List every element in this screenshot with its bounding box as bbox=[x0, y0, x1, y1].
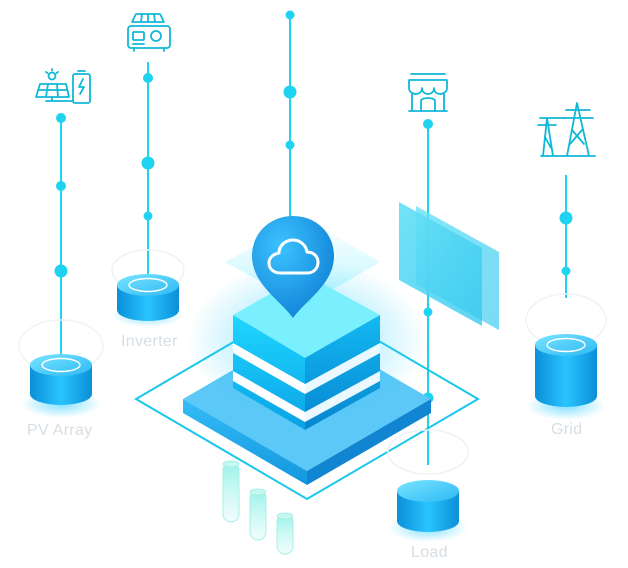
inverter-label: Inverter bbox=[121, 333, 178, 350]
grid-node bbox=[525, 293, 607, 420]
connector-cloud bbox=[283, 10, 297, 230]
connector-inverter bbox=[141, 62, 155, 290]
data-tubes bbox=[222, 460, 294, 555]
load-label: Load bbox=[411, 544, 448, 561]
load-node bbox=[387, 429, 469, 542]
transmission-tower-icon bbox=[537, 102, 596, 157]
central-platform bbox=[134, 218, 480, 501]
connector-grid bbox=[559, 175, 573, 298]
pv-array-label: PV Array bbox=[27, 422, 93, 439]
connector-pv-array bbox=[54, 113, 68, 370]
cloud-icon bbox=[267, 238, 320, 275]
solar-panel-battery-icon bbox=[35, 68, 91, 104]
inverter-node bbox=[111, 249, 185, 327]
glass-panels bbox=[399, 202, 499, 330]
grid-label: Grid bbox=[551, 421, 583, 438]
storefront-icon bbox=[408, 73, 448, 112]
pv-array-node bbox=[18, 319, 104, 418]
inverter-icon bbox=[127, 13, 171, 52]
cloud-hub bbox=[252, 216, 334, 318]
